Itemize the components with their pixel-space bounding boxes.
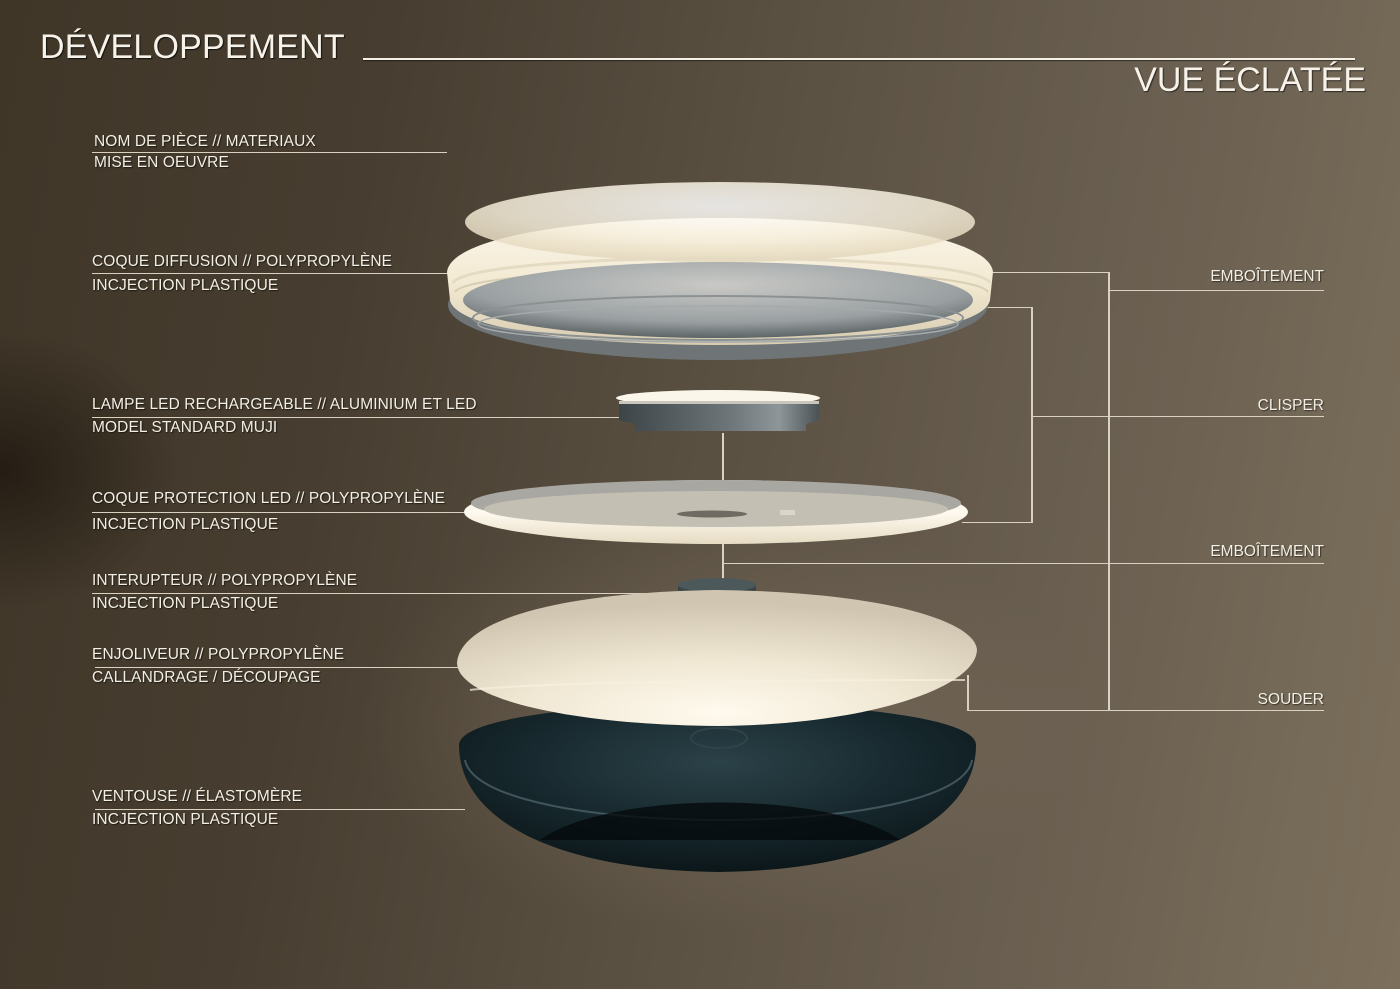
part-process-ventouse: INCJECTION PLASTIQUE xyxy=(92,811,279,828)
assembly-label-emboitement-2: EMBOÎTEMENT xyxy=(1210,543,1324,560)
part-label-coque-protection: COQUE PROTECTION LED // POLYPROPYLÈNE xyxy=(92,490,446,507)
part-label-lampe-led: LAMPE LED RECHARGEABLE // ALUMINIUM ET L… xyxy=(92,396,477,413)
legend-name-material: NOM DE PIÈCE // MATERIAUX xyxy=(94,133,316,150)
leader-line-interrupteur xyxy=(92,593,682,594)
assembly-label-clisper: CLISPER xyxy=(1257,397,1324,414)
coque-protection-disc xyxy=(464,480,968,544)
bracket-souder-vertical xyxy=(967,675,969,711)
page-title: DÉVELOPPEMENT xyxy=(40,28,345,66)
part-process-coque-protection: INCJECTION PLASTIQUE xyxy=(92,516,279,533)
enjoliveur-dish xyxy=(457,590,977,726)
assembly-line-emboitement-2 xyxy=(1108,563,1324,564)
part-process-coque-diffusion: INCJECTION PLASTIQUE xyxy=(92,277,279,294)
bracket-inner-top xyxy=(980,307,1032,308)
bracket-top-coque xyxy=(985,272,1109,273)
part-label-ventouse: VENTOUSE // ÉLASTOMÈRE xyxy=(92,788,303,805)
assembly-line-emboitement-1 xyxy=(1108,290,1324,291)
assembly-label-souder: SOUDER xyxy=(1257,691,1324,708)
legend-divider xyxy=(92,152,447,153)
page-subtitle: VUE ÉCLATÉE xyxy=(1134,61,1366,99)
led-lamp-module xyxy=(616,390,820,431)
assembly-line-souder xyxy=(967,710,1324,711)
leader-line-coque-diffusion xyxy=(92,273,452,274)
part-process-enjoliveur: CALLANDRAGE / DÉCOUPAGE xyxy=(92,669,321,686)
part-process-interrupteur: INCJECTION PLASTIQUE xyxy=(92,595,279,612)
connector-embo-2 xyxy=(723,563,1108,564)
part-label-enjoliveur: ENJOLIVEUR // POLYPROPYLÈNE xyxy=(92,646,345,663)
leader-line-ventouse xyxy=(95,809,465,810)
bracket-inner-bottom xyxy=(962,522,1032,523)
bracket-inner-vertical xyxy=(1031,307,1033,523)
part-process-lampe-led: MODEL STANDARD MUJI xyxy=(92,419,278,436)
assembly-line-clisper xyxy=(1031,416,1324,417)
leader-line-lampe-led xyxy=(92,417,622,418)
bracket-outer-vertical xyxy=(1108,272,1110,711)
title-divider xyxy=(363,58,1355,60)
part-label-coque-diffusion: COQUE DIFFUSION // POLYPROPYLÈNE xyxy=(92,253,393,270)
leader-line-enjoliveur xyxy=(95,667,465,668)
legend-process: MISE EN OEUVRE xyxy=(94,154,229,171)
ventouse-base xyxy=(459,703,976,872)
leader-line-coque-protection xyxy=(92,512,464,513)
assembly-label-emboitement-1: EMBOÎTEMENT xyxy=(1210,268,1324,285)
part-label-interrupteur: INTERUPTEUR // POLYPROPYLÈNE xyxy=(92,572,358,589)
coque-diffusion-shell xyxy=(447,182,993,360)
